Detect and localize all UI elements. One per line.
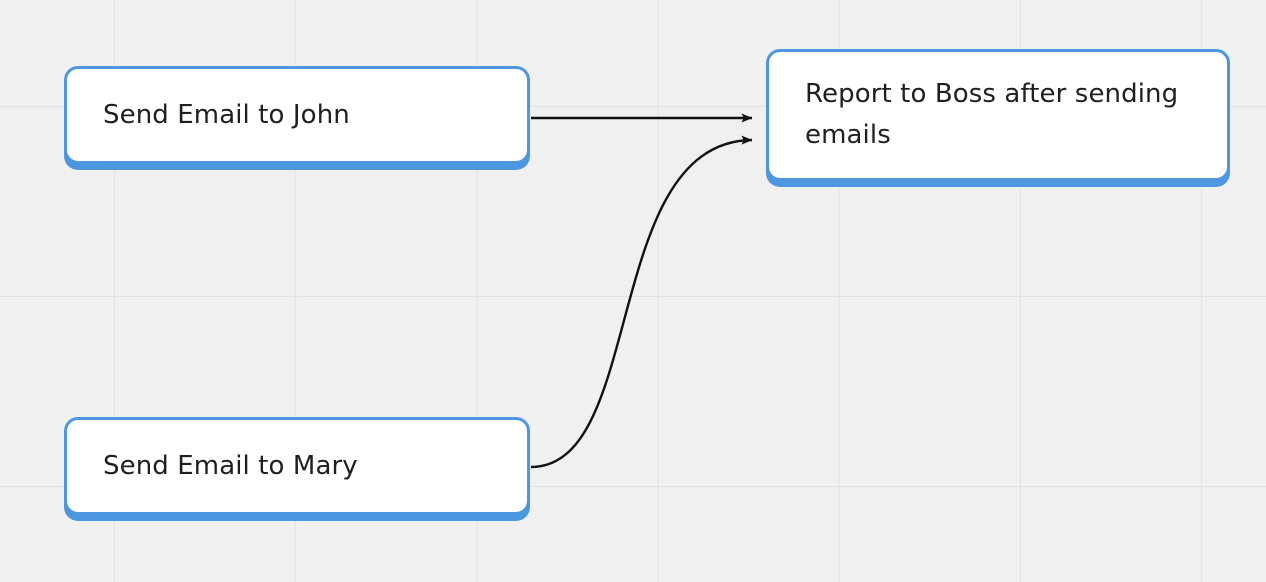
node-report-to-boss[interactable]: Report to Boss after sending emails <box>766 49 1230 181</box>
node-send-email-mary[interactable]: Send Email to Mary <box>64 417 530 515</box>
node-send-email-john[interactable]: Send Email to John <box>64 66 530 164</box>
node-label-report-to-boss: Report to Boss after sending emails <box>805 79 1187 150</box>
node-label-send-email-john: Send Email to John <box>103 99 350 130</box>
node-label-send-email-mary: Send Email to Mary <box>103 450 358 481</box>
edge-mary-to-report[interactable] <box>530 135 753 469</box>
